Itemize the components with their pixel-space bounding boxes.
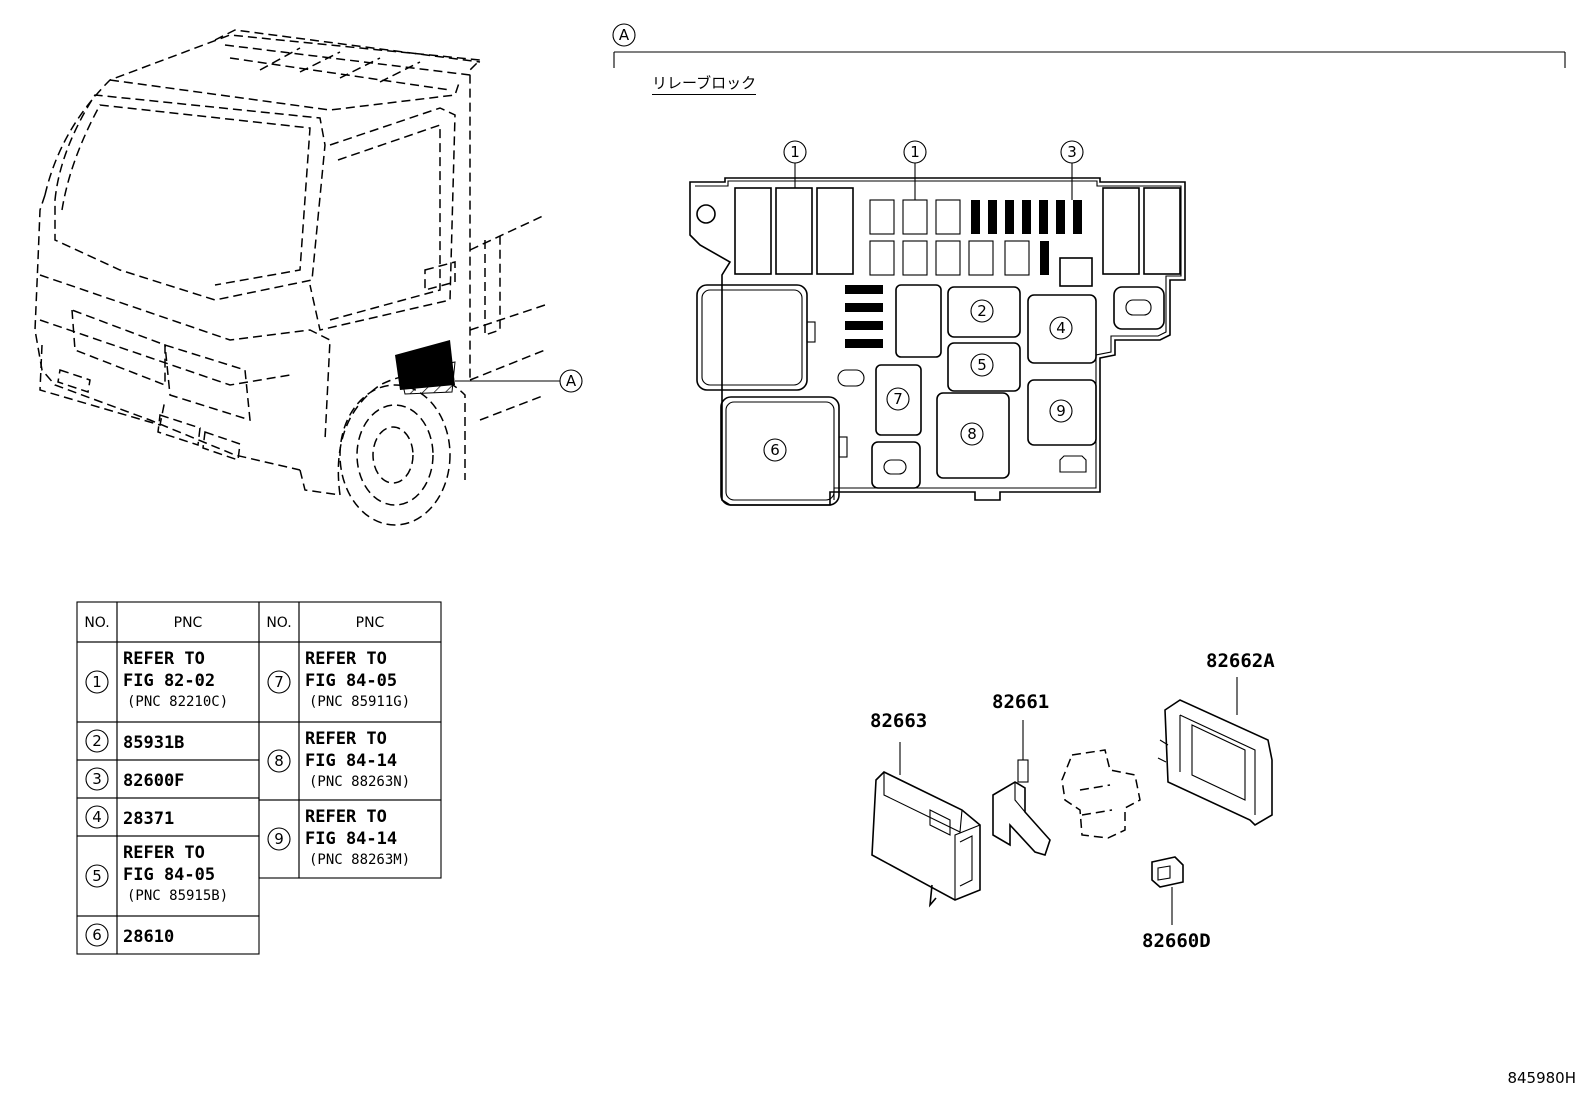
view-a-callout-truck: A [559,369,583,393]
callout-2: 2 [977,302,987,320]
table-left-row: 4 28371 [76,797,260,837]
table-right-row-note: (PNC 88263N) [309,774,410,790]
table-right-row-number: 8 [274,752,284,770]
illustration-code: 845980H [1507,1069,1576,1087]
table-right-row-text: REFER TO [305,807,387,827]
table-left-row-number: 1 [92,673,102,691]
table-header-no-2: NO. [266,615,291,631]
callout-3: 3 [1067,143,1077,161]
exploded-parts: 82663 82661 82662A 82660D [870,650,1275,952]
table-left-row-text: FIG 84-05 [123,865,215,885]
callout-8: 8 [967,425,977,443]
table-right-row-note: (PNC 88263M) [309,852,410,868]
relay-block [689,177,1186,506]
table-right-row-text: FIG 84-14 [305,829,397,849]
table-left-row-number: 6 [92,926,102,944]
view-a-label-truck: A [566,372,577,390]
part-82662a-label: 82662A [1206,650,1275,672]
table-header-pnc-1: PNC [174,615,203,631]
table-left-row-text: 28371 [123,809,174,829]
callout-5: 5 [977,356,987,374]
table-left-row-number: 2 [92,732,102,750]
truck-illustration [34,29,560,526]
table-left-row-number: 5 [92,867,102,885]
table-right-row-text: REFER TO [305,649,387,669]
table-left-row-text: 85931B [123,733,184,753]
table-left-row-text: REFER TO [123,843,205,863]
table-left-row: 3 82600F [76,759,260,799]
table-left-row-text: 82600F [123,771,184,791]
relay-callouts: 1 1 3 2 4 5 7 9 8 6 [763,140,1084,462]
table-left-row-text: FIG 82-02 [123,671,215,691]
table-header-pnc-2: PNC [356,615,385,631]
table-right-row-number: 7 [274,673,284,691]
part-82661-label: 82661 [992,691,1049,713]
callout-6: 6 [770,441,780,459]
table-left-row: 2 85931B [76,721,260,761]
view-a-label-header: A [619,26,630,44]
part-82660d-label: 82660D [1142,930,1211,952]
callout-1b: 1 [910,143,920,161]
table-left-row-number: 3 [92,770,102,788]
table-left-row-text: 28610 [123,927,174,947]
table-header-no-1: NO. [84,615,109,631]
table-right-row-text: REFER TO [305,729,387,749]
callout-4: 4 [1056,319,1066,337]
callout-7: 7 [893,390,903,408]
table-right-row-note: (PNC 85911G) [309,694,410,710]
table-left-row-note: (PNC 82210C) [127,694,228,710]
part-82663-label: 82663 [870,710,927,732]
callout-9: 9 [1056,402,1066,420]
table-left-row-number: 4 [92,808,102,826]
table-right-row-number: 9 [274,830,284,848]
view-a-header: A [612,23,1566,68]
callout-1a: 1 [790,143,800,161]
table-left-row: 6 28610 [76,915,260,955]
table-left-row-text: REFER TO [123,649,205,669]
table-right-row-text: FIG 84-14 [305,751,397,771]
table-left-row-note: (PNC 85915B) [127,888,228,904]
section-title-relay-block: リレーブロック [652,72,757,95]
table-right-row-text: FIG 84-05 [305,671,397,691]
